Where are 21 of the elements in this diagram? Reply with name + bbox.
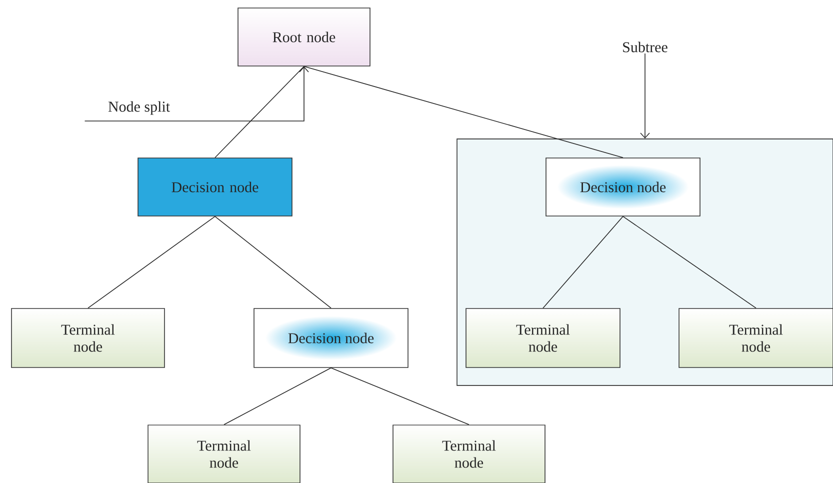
root-node-box: Root node <box>238 8 370 66</box>
connector-line <box>304 66 624 158</box>
annotation-text: Node split <box>108 101 170 115</box>
arrow <box>84 66 309 122</box>
connector-line <box>88 216 216 308</box>
arrow <box>640 53 650 139</box>
annotation-text: Subtree <box>623 42 668 52</box>
terminal-node-box: Terminal node <box>11 308 165 368</box>
decision-node-box: Decision node <box>254 308 408 368</box>
connector-line <box>542 216 624 308</box>
decision-node-box: Decision node <box>138 158 292 216</box>
terminal-node-box: Terminal node <box>148 424 300 483</box>
connector-line <box>214 216 332 308</box>
connector-line <box>330 368 470 425</box>
terminal-node-box: Terminal node <box>678 308 833 368</box>
connector-line <box>224 368 332 425</box>
connector-line <box>214 66 304 158</box>
terminal-node-box: Terminal node <box>466 308 620 368</box>
connector-line <box>622 216 756 308</box>
terminal-node-box: Terminal node <box>392 424 546 483</box>
decision-node-box: Decision node <box>546 158 700 216</box>
